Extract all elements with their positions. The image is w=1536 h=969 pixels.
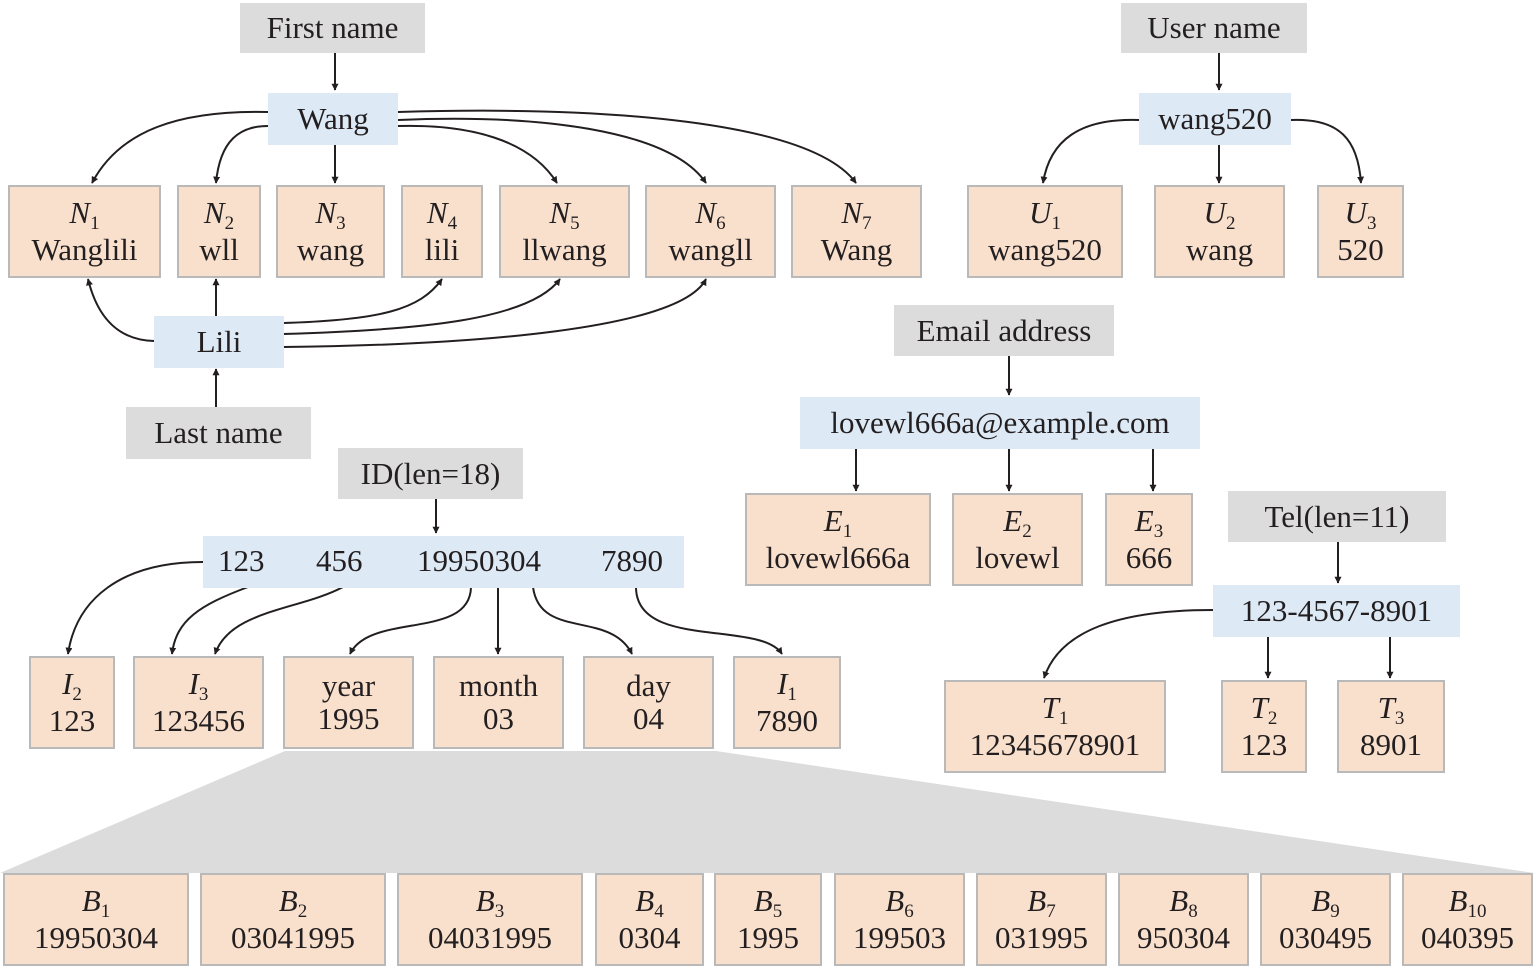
id-part-3: 19950304 — [417, 543, 541, 578]
tel-variant-t1: T1 12345678901 — [944, 680, 1166, 773]
first-name-value: Wang — [268, 93, 398, 145]
tel-variant-t3: T3 8901 — [1337, 680, 1445, 773]
id-variant-i1: I1 7890 — [733, 656, 841, 749]
birthday-variant-b8: B8 950304 — [1118, 873, 1249, 966]
user-name-label: User name — [1121, 3, 1307, 53]
birthday-variant-b1: B1 19950304 — [3, 873, 189, 966]
name-variant-n6: N6 wangll — [645, 185, 776, 278]
user-variant-u2: U2 wang — [1154, 185, 1285, 278]
birthday-variant-b3: B3 04031995 — [397, 873, 583, 966]
birthday-variant-b4: B4 0304 — [595, 873, 704, 966]
name-variant-n5: N5 llwang — [499, 185, 630, 278]
user-variant-u3: U3 520 — [1317, 185, 1404, 278]
name-variant-n4: N4 lili — [401, 185, 483, 278]
birthday-fan — [0, 751, 1534, 873]
tel-label: Tel(len=11) — [1228, 491, 1446, 542]
name-variant-n1: N1 Wanglili — [8, 185, 161, 278]
email-variant-e2: E2 lovewl — [952, 493, 1083, 586]
name-variant-n2: N2 wll — [177, 185, 261, 278]
name-variant-n3: N3 wang — [276, 185, 385, 278]
email-arrows — [852, 356, 1157, 492]
birthday-variant-b10: B10 040395 — [1402, 873, 1533, 966]
email-variant-e1: E1 lovewl666a — [745, 493, 931, 586]
email-variant-e3: E3 666 — [1105, 493, 1193, 586]
id-variant-month: month 03 — [433, 656, 564, 749]
id-variant-i3: I3 123456 — [133, 656, 264, 749]
birthday-variant-b5: B5 1995 — [714, 873, 822, 966]
birthday-variant-b2: B2 03041995 — [200, 873, 386, 966]
id-part-2: 456 — [316, 543, 363, 578]
tel-arrows — [1042, 542, 1394, 679]
id-part-1: 123 — [218, 543, 265, 578]
id-variant-i2: I2 123 — [29, 656, 115, 749]
last-name-value: Lili — [154, 316, 284, 368]
birthday-variant-b7: B7 031995 — [976, 873, 1107, 966]
user-variant-u1: U1 wang520 — [967, 185, 1123, 278]
user-arrows — [1040, 53, 1365, 184]
email-label: Email address — [894, 305, 1114, 356]
id-variant-day: day 04 — [583, 656, 714, 749]
id-variant-year: year 1995 — [283, 656, 414, 749]
tel-value: 123-4567-8901 — [1213, 585, 1460, 637]
name-variant-n7: N7 Wang — [791, 185, 922, 278]
tel-variant-t2: T2 123 — [1221, 680, 1307, 773]
email-value: lovewl666a@example.com — [800, 397, 1200, 449]
name-arrows — [86, 52, 857, 407]
last-name-label: Last name — [126, 407, 311, 459]
user-name-value: wang520 — [1139, 93, 1291, 145]
id-label: ID(len=18) — [338, 448, 523, 499]
birthday-variant-b6: B6 199503 — [834, 873, 965, 966]
birthday-variant-b9: B9 030495 — [1260, 873, 1391, 966]
first-name-label: First name — [240, 3, 425, 53]
id-value — [203, 536, 684, 588]
id-arrows — [65, 499, 783, 655]
id-part-4: 7890 — [601, 543, 663, 578]
